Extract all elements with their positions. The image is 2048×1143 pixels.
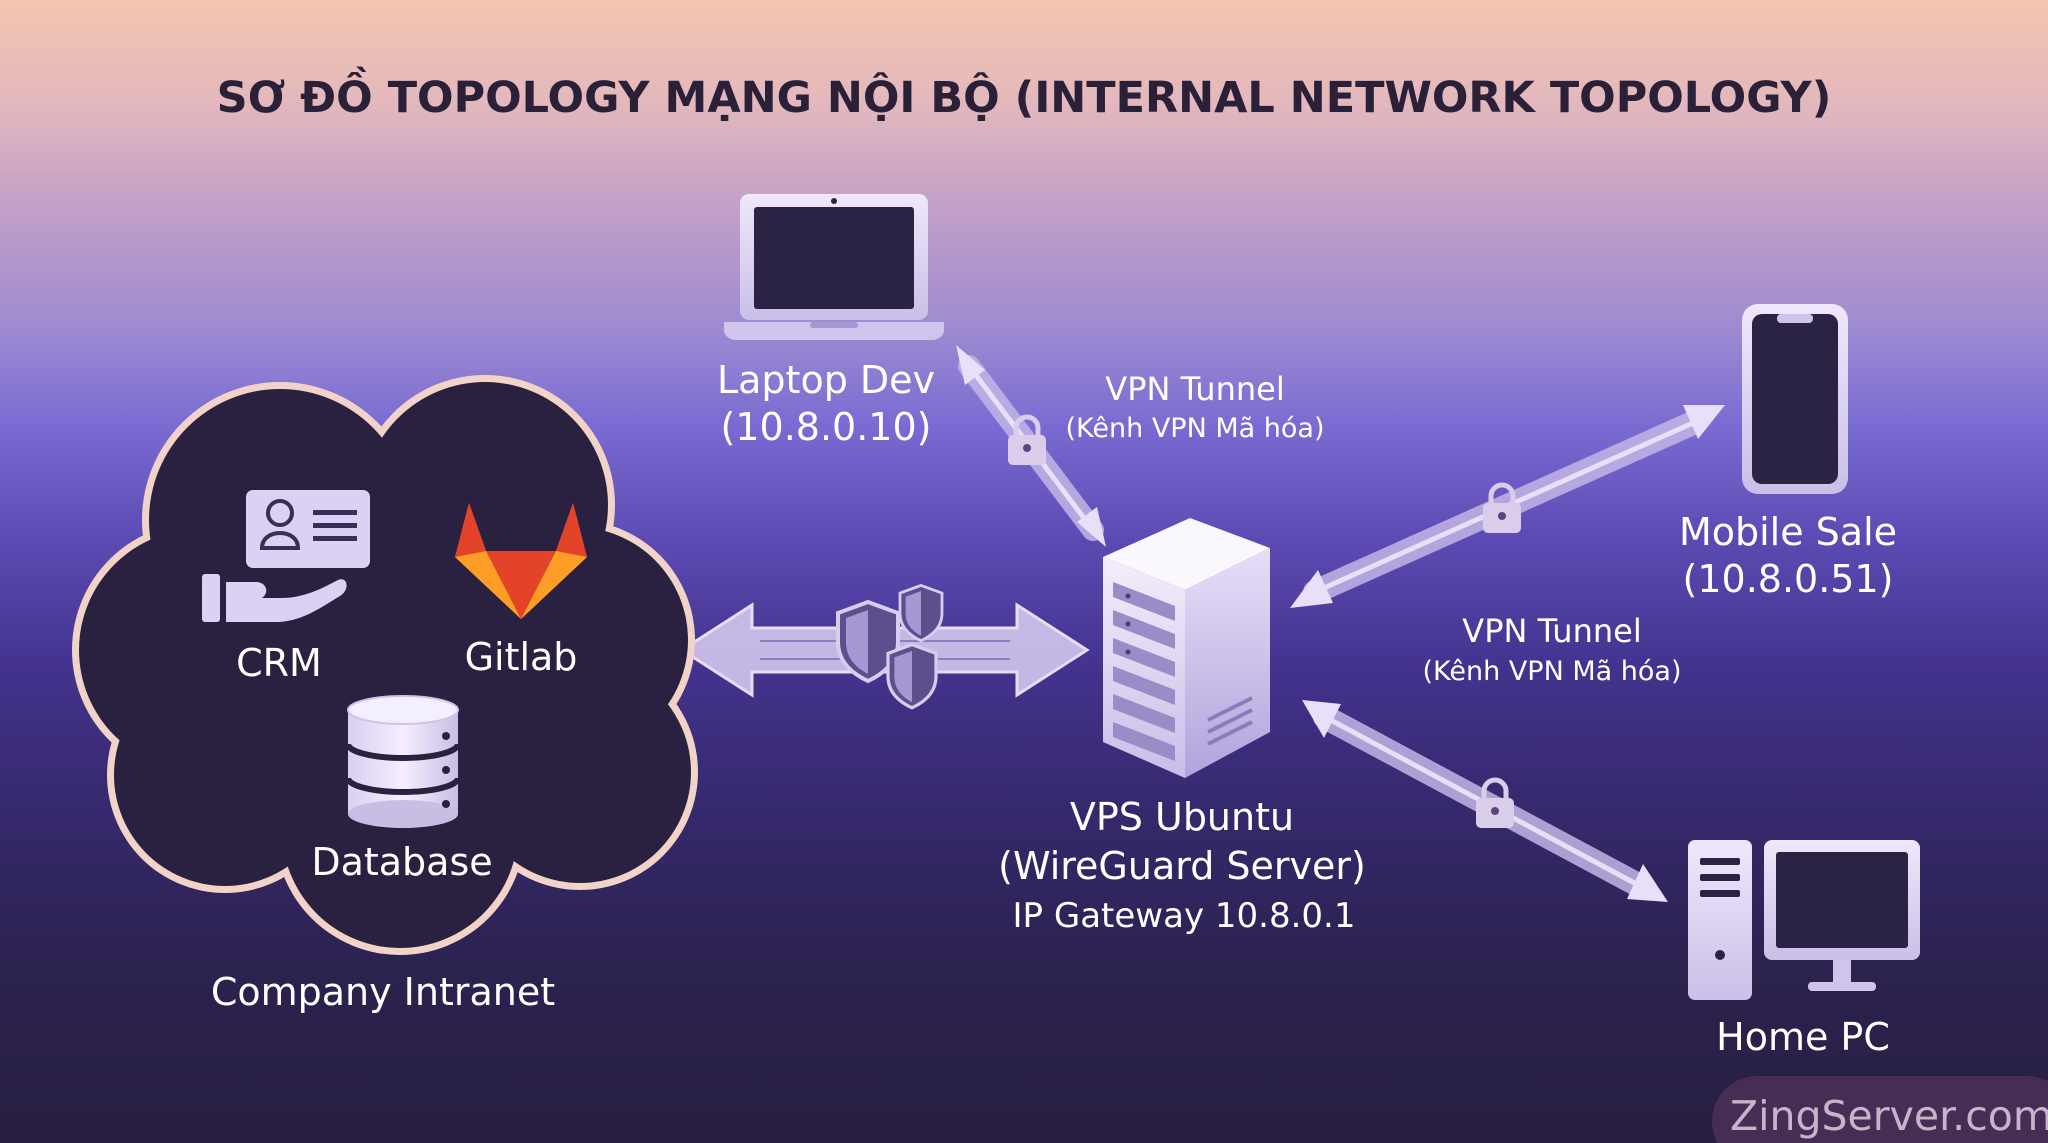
mobile-name: Mobile Sale	[1679, 510, 1897, 554]
database-icon	[345, 695, 461, 828]
server-gateway: IP Gateway 10.8.0.1	[1013, 896, 1356, 936]
server-role: (WireGuard Server)	[998, 844, 1366, 888]
crm-label: CRM	[236, 641, 322, 685]
tunnel-label-top: VPN Tunnel	[1105, 370, 1284, 408]
server-name: VPS Ubuntu	[1070, 795, 1294, 839]
laptop-icon	[724, 194, 944, 340]
tunnel-sublabel-top: (Kênh VPN Mã hóa)	[1066, 413, 1325, 444]
watermark: ZingServer.com	[1712, 1076, 2048, 1143]
watermark-text: ZingServer.com	[1730, 1092, 2048, 1140]
laptop-name: Laptop Dev	[717, 358, 935, 402]
vpn-tunnel-home	[1302, 700, 1668, 902]
smartphone-icon	[1742, 304, 1848, 494]
desktop-pc-icon	[1688, 840, 1920, 1000]
server-icon	[1103, 518, 1270, 778]
home-name: Home PC	[1716, 1015, 1890, 1059]
intranet-cloud: CRM Gitlab Database	[72, 375, 698, 955]
intranet-server-link	[679, 584, 1090, 710]
laptop-ip: (10.8.0.10)	[721, 405, 932, 449]
lock-icon	[1476, 780, 1514, 828]
gitlab-label: Gitlab	[465, 635, 578, 679]
intranet-label: Company Intranet	[211, 970, 555, 1014]
tunnel-label-right: VPN Tunnel	[1462, 612, 1641, 650]
vpn-tunnel-mobile	[1290, 405, 1725, 608]
gitlab-icon	[455, 503, 587, 619]
shield-icon	[886, 642, 938, 710]
crm-icon	[202, 490, 370, 622]
page-title: SƠ ĐỒ TOPOLOGY MẠNG NỘI BỘ (INTERNAL NET…	[217, 67, 1832, 123]
database-label: Database	[311, 840, 492, 884]
tunnel-sublabel-right: (Kênh VPN Mã hóa)	[1423, 656, 1682, 687]
vpn-tunnel-laptop	[956, 345, 1106, 547]
mobile-ip: (10.8.0.51)	[1683, 557, 1894, 601]
